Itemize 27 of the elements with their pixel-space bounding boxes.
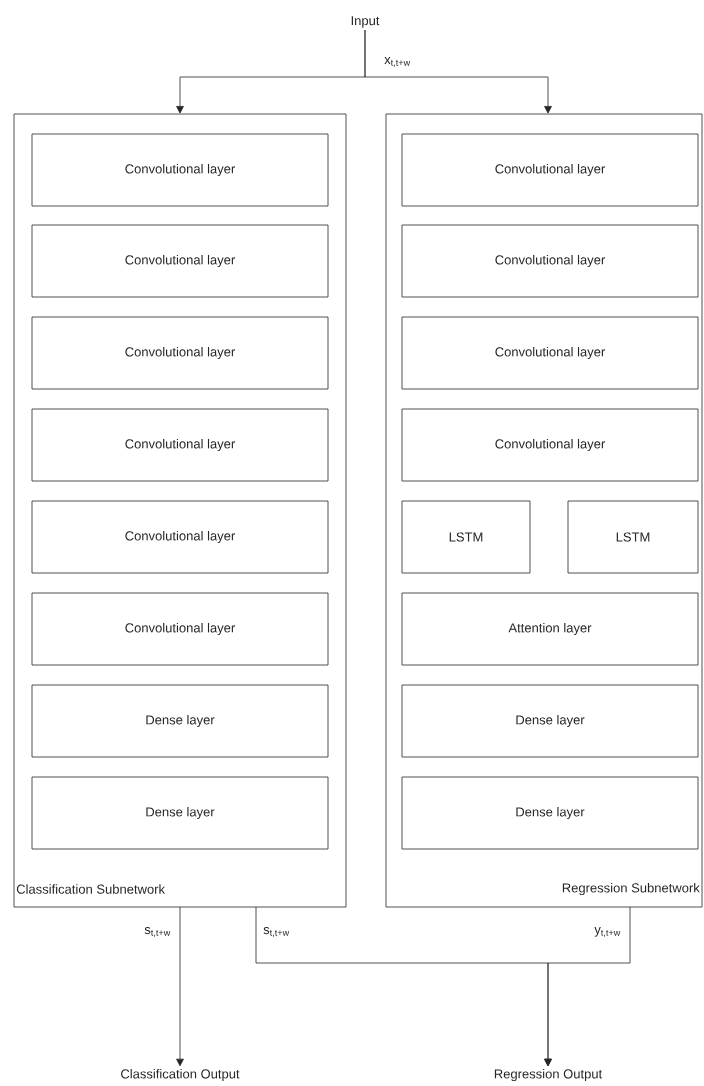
layer-box: LSTM xyxy=(401,500,531,574)
layer-box: Dense layer xyxy=(401,684,699,758)
layer-box: LSTM xyxy=(567,500,699,574)
layer-box: Dense layer xyxy=(31,684,329,758)
arrow xyxy=(364,29,552,114)
layer-box: Convolutional layer xyxy=(31,408,329,482)
edge-label: s$_{t,t+w}$ xyxy=(262,926,291,938)
layer-box: Convolutional layer xyxy=(401,224,699,298)
layer-box: Convolutional layer xyxy=(31,316,329,390)
layer-box: Convolutional layer xyxy=(401,316,699,390)
edge-label: s$_{t,t+w}$ xyxy=(143,926,172,938)
layer-box: Attention layer xyxy=(401,592,699,666)
layer-box: Convolutional layer xyxy=(401,133,699,207)
arrow xyxy=(544,906,631,1067)
output-label: Regression Output xyxy=(494,1068,603,1082)
layer-box: Convolutional layer xyxy=(31,133,329,207)
arrow xyxy=(176,906,184,1067)
layer-box: Convolutional layer xyxy=(31,224,329,298)
layer-box: Convolutional layer xyxy=(31,592,329,666)
output-label: Classification Output xyxy=(121,1068,240,1082)
edge-label: y$_{t,t+w}$ xyxy=(593,926,622,938)
layer-box: Convolutional layer xyxy=(31,500,329,574)
edge-label: x$_{t,t+w}$ xyxy=(383,56,412,68)
layer-box: Dense layer xyxy=(401,776,699,850)
layer-box: Convolutional layer xyxy=(401,408,699,482)
input-label: Input xyxy=(351,16,380,28)
layer-box: Dense layer xyxy=(31,776,329,850)
